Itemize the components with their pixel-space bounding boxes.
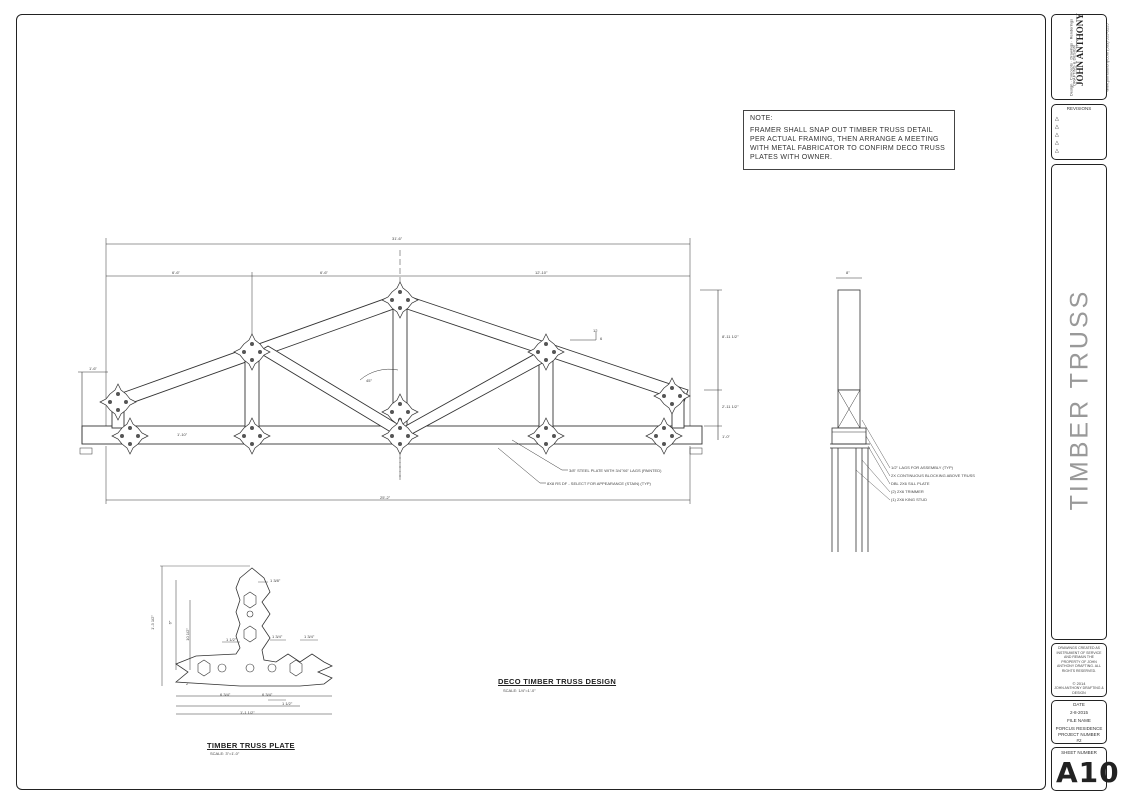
- company-name: JOHN ANTHONY: [1075, 13, 1085, 86]
- note-body: FRAMER SHALL SNAP OUT TIMBER TRUSS DETAI…: [750, 127, 946, 161]
- plate-dim-c1: 1 1/2": [226, 637, 237, 642]
- copyright-year: © 2014: [1072, 681, 1086, 686]
- sheet-number-label: SHEET NUMBER: [1061, 750, 1097, 755]
- dim-right-low: 1'-0": [722, 434, 730, 439]
- dim-right-rise: 8'-11 1/2": [722, 334, 739, 339]
- sheet-number-value: A10: [1056, 756, 1120, 789]
- section-callout-4: (2) 2X6 TRIMMER: [891, 489, 924, 494]
- sheet-number-box: SHEET NUMBER A10: [1051, 747, 1119, 791]
- plate-dim-w3: 1 1/2": [282, 701, 293, 706]
- drawing-sheet-border: [16, 14, 1046, 790]
- dim-right-mid: 2'-11 1/2": [722, 404, 739, 409]
- truss-design-scale: SCALE: 1/4"=1'-0": [503, 688, 536, 693]
- copyright-owner: JOHN ANTHONY DRAFTING & DESIGN: [1054, 686, 1104, 695]
- copyright-box: DRAWINGS CREATED AS INSTRUMENT OF SERVIC…: [1051, 643, 1107, 697]
- revision-mark-1: △: [1055, 116, 1059, 122]
- revisions-box: REVISIONS △ △ △ △ △: [1051, 104, 1107, 160]
- plate-detail: [160, 565, 333, 715]
- company-contact: www.johnanthony.com (503) 555-0155: [1104, 23, 1110, 92]
- section-dim-top: 8": [846, 270, 850, 275]
- drawing-title-box: TIMBER TRUSS: [1051, 164, 1107, 640]
- project-number-label: PROJECT NUMBER: [1058, 732, 1100, 737]
- general-note: NOTE: FRAMER SHALL SNAP OUT TIMBER TRUSS…: [743, 110, 955, 170]
- revision-mark-3: △: [1055, 132, 1059, 138]
- angle-label: 45°: [366, 378, 373, 383]
- plate-dim-c4: 2": [186, 681, 190, 686]
- dim-overall-top: 31'-6": [392, 236, 403, 241]
- drawing-title: TIMBER TRUSS: [1065, 288, 1094, 511]
- dim-seg3: 12'-10": [535, 270, 548, 275]
- plate-dim-tip: 1 3/8": [270, 578, 281, 583]
- dim-seg2: 6'-6": [320, 270, 328, 275]
- file-name-value: PORCUS RESIDENCE: [1055, 726, 1103, 731]
- revision-mark-2: △: [1055, 124, 1059, 130]
- revision-mark-4: △: [1055, 140, 1059, 146]
- truss-section: [830, 277, 891, 552]
- project-info-box: DATE 2-8-2015 FILE NAME PORCUS RESIDENCE…: [1051, 700, 1107, 744]
- plate-dim-c2: 1 3/4": [272, 634, 283, 639]
- plate-title: TIMBER TRUSS PLATE: [207, 741, 295, 750]
- dim-left-heel: 1'-6": [89, 366, 97, 371]
- section-callout-5: (1) 2X6 KING STUD: [891, 497, 928, 502]
- dim-left-low: 1'-10": [177, 432, 188, 437]
- truss-design-title: DECO TIMBER TRUSS DESIGN: [498, 677, 617, 686]
- plate-dim-overall-h: 1'-3 1/2": [149, 615, 155, 630]
- note-heading: NOTE:: [750, 115, 773, 122]
- plate-dim-overall-w: 1'-1 1/2": [240, 710, 255, 715]
- revision-mark-5: △: [1055, 148, 1059, 154]
- plate-dim-c3: 1 3/4": [304, 634, 315, 639]
- plate-scale: SCALE: 3"=1'-0": [210, 751, 240, 756]
- date-value: 2-8-2015: [1069, 710, 1088, 715]
- date-label: DATE: [1073, 702, 1085, 707]
- callout-timber: 8X8 RS DF - SELECT FOR APPEARANCE (STAIN…: [547, 481, 651, 486]
- company-services: Design · Concepts · Drawings · Rendering…: [1068, 18, 1074, 97]
- plate-dim-w2: 6 3/4": [262, 692, 273, 697]
- file-name-label: FILE NAME: [1067, 718, 1091, 723]
- section-callout-3: DBL 2X6 SILL PLATE: [891, 481, 930, 486]
- section-callout-1: 1/2" LAGS FOR ASSEMBLY (TYP): [891, 465, 953, 470]
- truss-elevation: [78, 238, 722, 504]
- revisions-header: REVISIONS: [1066, 106, 1092, 111]
- title-block-logo: JOHN ANTHONY DRAFTING & DESIGN Design · …: [1051, 13, 1110, 100]
- plate-dim-h3: 10 1/2": [184, 628, 190, 641]
- plate-dim-w1: 6 3/4": [220, 692, 231, 697]
- plate-dim-h2: 6": [167, 620, 173, 625]
- section-callout-2: 2X CONTINUOUS BLOCKING ABOVE TRUSS: [891, 473, 975, 478]
- copyright-text: DRAWINGS CREATED AS INSTRUMENT OF SERVIC…: [1056, 646, 1102, 673]
- slope-rise: 6: [600, 336, 603, 341]
- slope-run: 12: [593, 328, 598, 333]
- dim-overall-bottom: 25'-2": [380, 495, 391, 500]
- project-number-value: #2: [1076, 738, 1082, 743]
- dim-seg1: 6'-6": [172, 270, 180, 275]
- callout-steel-plate: 3/8" STEEL PLATE WITH 3/4"X6" LAGS (PAIN…: [569, 468, 662, 473]
